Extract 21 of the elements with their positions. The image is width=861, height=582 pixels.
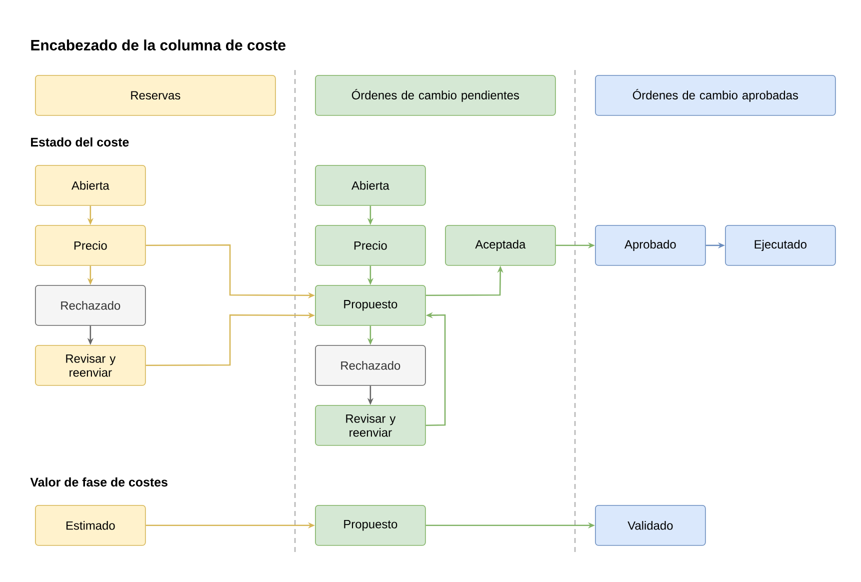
process-box: Propuesto (315, 505, 426, 546)
section-heading: Estado del coste (31, 137, 129, 147)
column-header-box: Reservas (35, 75, 276, 116)
process-box: Rechazado (35, 285, 146, 326)
column-header-box: Órdenes de cambio pendientes (315, 75, 556, 116)
process-box: Rechazado (315, 345, 426, 386)
process-box: Estimado (35, 505, 146, 546)
process-box: Precio (35, 225, 146, 266)
process-box: Aceptada (445, 225, 556, 266)
process-box: Abierta (35, 165, 146, 206)
title: Encabezado de la columna de coste (31, 40, 286, 50)
process-box: Precio (315, 225, 426, 266)
process-box: Revisar y reenviar (315, 405, 426, 446)
column-header-box: Órdenes de cambio aprobadas (595, 75, 836, 116)
process-box: Revisar y reenviar (35, 345, 146, 386)
process-box: Ejecutado (725, 225, 836, 266)
process-box: Validado (595, 505, 706, 546)
process-box: Aprobado (595, 225, 706, 266)
section-heading: Valor de fase de costes (30, 477, 168, 487)
process-box: Abierta (315, 165, 426, 206)
process-box: Propuesto (315, 285, 426, 326)
